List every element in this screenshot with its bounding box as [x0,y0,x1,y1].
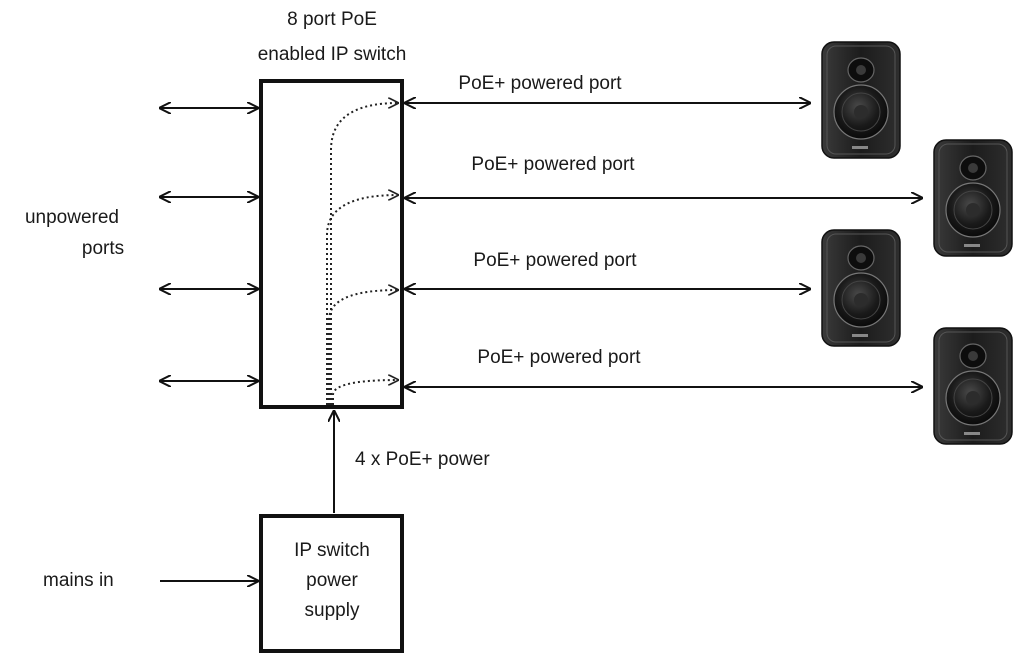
loudspeaker-icon [821,41,901,159]
power-supply-label-line3: supply [305,600,360,621]
powered-port-label-1: PoE+ powered port [458,73,622,94]
mains-in-label: mains in [43,570,114,591]
internal-power-path-2 [326,195,398,405]
internal-power-path-4 [332,380,398,405]
loudspeaker-icon [933,139,1013,257]
switch-title-line1: 8 port PoE [287,9,377,30]
loudspeaker-icon [933,327,1013,445]
power-supply-box [259,514,404,653]
powered-port-label-2: PoE+ powered port [471,154,635,175]
powered-port-label-3: PoE+ powered port [473,250,637,271]
loudspeaker-icon [821,229,901,347]
power-supply-label-line2: power [306,570,358,591]
powered-port-label-4: PoE+ powered port [477,347,641,368]
unpowered-label-line2: ports [82,238,124,259]
switch-title-line2: enabled IP switch [258,44,407,65]
unpowered-label-line1: unpowered [25,207,119,228]
internal-power-path-3 [328,290,398,405]
poe-power-feed-label: 4 x PoE+ power [355,449,490,470]
power-supply-label-line1: IP switch [294,540,370,561]
